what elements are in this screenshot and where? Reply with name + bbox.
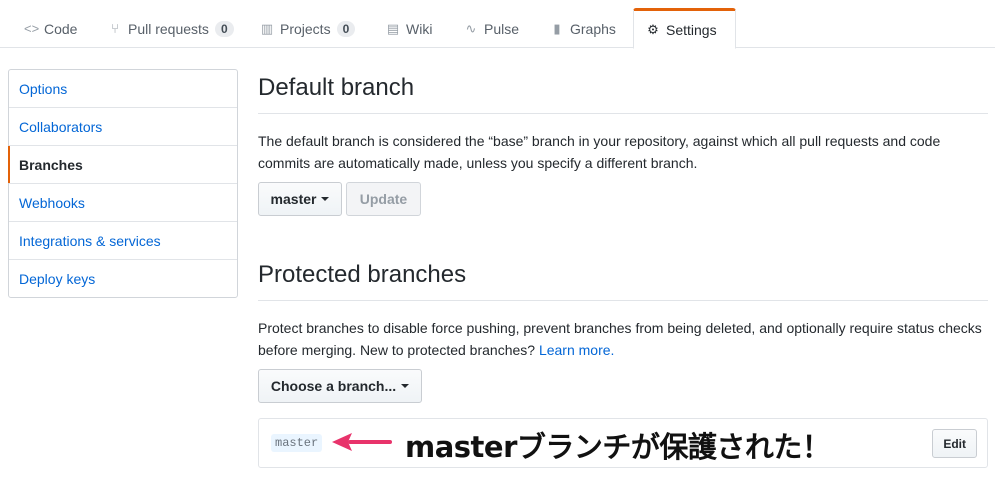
sidebar-item-webhooks[interactable]: Webhooks <box>9 184 237 222</box>
annotation-arrow-icon <box>332 433 392 451</box>
sidebar-item-branches[interactable]: Branches <box>8 146 237 184</box>
project-icon: ▥ <box>260 21 274 36</box>
tab-code[interactable]: <> Code <box>12 10 89 48</box>
book-icon: ▤ <box>386 21 400 36</box>
code-icon: <> <box>24 21 40 36</box>
gear-icon: ⚙ <box>647 21 659 37</box>
sidebar-item-deploy-keys[interactable]: Deploy keys <box>19 270 96 287</box>
pull-requests-count: 0 <box>214 21 234 37</box>
protected-branch-row: master Edit <box>258 418 988 468</box>
pulse-icon: ∿ <box>465 21 477 36</box>
tab-pull-requests-label: Pull requests <box>128 21 209 37</box>
default-branch-heading: Default branch <box>258 74 415 101</box>
projects-count: 0 <box>336 21 356 37</box>
protected-branches-text: Protect branches to disable force pushin… <box>258 320 982 358</box>
update-button[interactable]: Update <box>346 182 421 216</box>
default-branch-description: The default branch is considered the “ba… <box>258 133 941 171</box>
default-branch-select-label: master <box>270 191 317 207</box>
choose-branch-select[interactable]: Choose a branch... <box>258 369 422 403</box>
choose-branch-label: Choose a branch... <box>270 378 397 394</box>
annotation-text: masterブランチが保護された！ <box>405 430 831 464</box>
tab-settings-label: Settings <box>666 21 717 38</box>
tab-projects[interactable]: ▥ Projects 0 <box>248 10 367 48</box>
sidebar-item-options[interactable]: Options <box>9 70 237 108</box>
tab-pulse-label: Pulse <box>484 21 520 37</box>
tab-projects-label: Projects <box>280 21 331 37</box>
tab-pulse[interactable]: ∿ Pulse <box>452 10 531 48</box>
protected-branches-description: Protect branches to disable force pushin… <box>258 317 988 361</box>
graph-icon: ▮ <box>553 21 561 36</box>
learn-more-link[interactable]: Learn more. <box>538 342 615 358</box>
tab-wiki-label: Wiki <box>406 21 433 37</box>
tab-settings[interactable]: ⚙ Settings <box>633 8 736 49</box>
tab-graphs-label: Graphs <box>570 21 616 37</box>
protected-branches-heading: Protected branches <box>258 261 467 288</box>
sidebar-item-collaborators[interactable]: Collaborators <box>9 108 237 146</box>
tab-graphs[interactable]: ▮ Graphs <box>538 10 628 48</box>
default-branch-select[interactable]: master <box>258 182 342 216</box>
tab-code-label: Code <box>44 21 78 37</box>
pull-request-icon: ⑂ <box>111 21 119 36</box>
tab-pull-requests[interactable]: ⑂ Pull requests 0 <box>96 10 246 48</box>
heading-divider <box>258 113 988 114</box>
edit-button[interactable]: Edit <box>932 429 977 458</box>
protected-branch-name: master <box>271 434 323 452</box>
heading-divider <box>258 300 988 301</box>
sidebar-item-integrations[interactable]: Integrations & services <box>9 222 237 260</box>
repo-nav-tabs: <> Code ⑂ Pull requests 0 ▥ Projects 0 ▤… <box>0 0 995 49</box>
caret-down-icon <box>321 197 330 201</box>
tab-wiki[interactable]: ▤ Wiki <box>374 10 444 48</box>
caret-down-icon <box>401 384 410 388</box>
settings-sidebar: Options Collaborators Branches Webhooks … <box>8 69 238 298</box>
